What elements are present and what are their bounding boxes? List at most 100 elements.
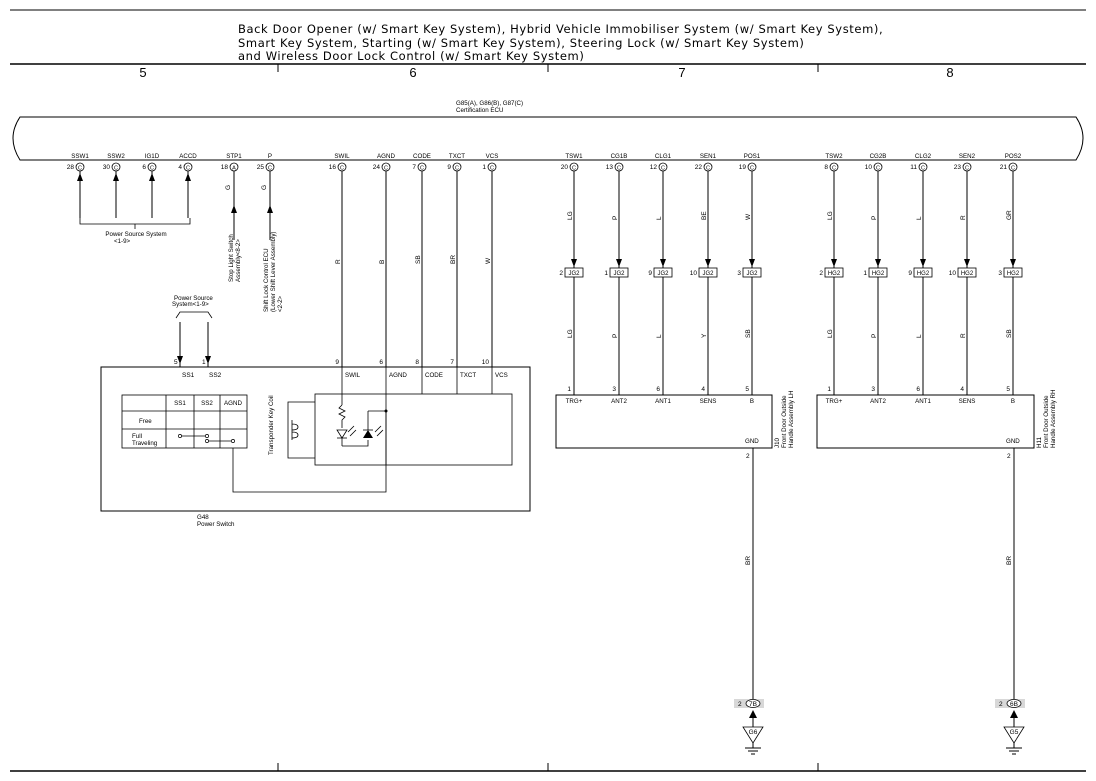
ecu-pin-label: P bbox=[268, 153, 272, 160]
lh-name-1: Front Door Outside bbox=[781, 395, 788, 448]
table-row-traveling: Traveling bbox=[132, 440, 158, 447]
title-line-1: Back Door Opener (w/ Smart Key System), … bbox=[238, 22, 883, 36]
p-wire-color: G bbox=[261, 185, 268, 190]
ecu-pin-label: TXCT bbox=[449, 153, 465, 160]
ecu-pin-number: 10 bbox=[865, 164, 873, 171]
ecu-pin-label: CODE bbox=[413, 153, 431, 160]
connector-code: C bbox=[78, 166, 82, 172]
lh-ground-connector: 7B bbox=[749, 701, 757, 708]
ecu-pin-label: CG2B bbox=[870, 153, 887, 160]
lh-upper-wire-color: BE bbox=[701, 211, 708, 220]
rh-terminal: TRG+ bbox=[826, 398, 843, 405]
lh-upper-wire-color: LG bbox=[567, 211, 574, 220]
door-handle-lh: GND 2 J10 Front Door Outside Handle Asse… bbox=[555, 391, 795, 460]
ecu-pin-number: 21 bbox=[1000, 164, 1008, 171]
lh-upper-wire-color: W bbox=[745, 213, 752, 220]
rh-upper-wire-color: GR bbox=[1006, 210, 1013, 220]
stop-light-switch-label: Stop Light Switch Assembly<8-2> bbox=[228, 234, 242, 282]
g48-pin-number: 8 bbox=[415, 359, 419, 366]
lh-pin-number: 5 bbox=[745, 386, 749, 393]
rh-lower-wire-color: L bbox=[916, 334, 923, 338]
connector-code: C bbox=[965, 166, 969, 172]
lh-junction-connector bbox=[698, 267, 718, 278]
g48-code: G48 bbox=[197, 514, 209, 521]
lh-terminal: ANT1 bbox=[655, 398, 671, 405]
junction-label: HG2 bbox=[828, 271, 841, 277]
lh-gnd-wire-color: BR bbox=[745, 556, 752, 565]
lh-pin-number: 4 bbox=[701, 386, 705, 393]
ecu-pin-number: 19 bbox=[739, 164, 747, 171]
connector-code: C bbox=[420, 166, 424, 172]
lh-upper-wire-color: L bbox=[656, 216, 663, 220]
lh-junction-pin: 3 bbox=[737, 270, 741, 277]
g48-terminal: VCS bbox=[495, 372, 508, 379]
ecu-pin-number: 4 bbox=[178, 164, 182, 171]
ecu-pin-label: VCS bbox=[486, 153, 499, 160]
g48-wire-color: R bbox=[335, 259, 342, 264]
lh-gnd-pin: 2 bbox=[746, 453, 750, 460]
g48-terminal: TXCT bbox=[460, 372, 476, 379]
door-handle-rh: GND 2 H11 Front Door Outside Handle Asse… bbox=[816, 390, 1057, 460]
rh-junction-pin: 1 bbox=[863, 270, 867, 277]
connector-code: C bbox=[186, 166, 190, 172]
ecu-pin-number: 22 bbox=[695, 164, 703, 171]
ecu-pin-label: SSW2 bbox=[107, 153, 125, 160]
connector-code: C bbox=[268, 166, 272, 172]
rh-pin-number: 4 bbox=[960, 386, 964, 393]
rh-junction-connector bbox=[1003, 267, 1023, 278]
svg-text:Shift Lock Control ECU: Shift Lock Control ECU bbox=[263, 248, 270, 312]
svg-text:Stop Light Switch: Stop Light Switch bbox=[228, 234, 235, 282]
door-wires: LGJG22LG1TRG+PJG21P3ANT2LJG29L6ANT1BEJG2… bbox=[559, 171, 1023, 405]
ecu-pin-number: 28 bbox=[67, 164, 75, 171]
rh-upper-wire-color: L bbox=[916, 216, 923, 220]
ecu-pin-label: SWIL bbox=[334, 153, 350, 160]
ecu-pin-number: 8 bbox=[824, 164, 828, 171]
rh-terminal: B bbox=[1011, 398, 1015, 405]
lh-terminal: ANT2 bbox=[611, 398, 627, 405]
ecu-pin-number: 7 bbox=[412, 164, 416, 171]
power-switch-g48: G48 Power Switch Power Source System<1-9… bbox=[100, 295, 531, 528]
ground-rh: BR 2 6B G5 bbox=[995, 448, 1025, 755]
lh-lower-wire-color: P bbox=[612, 334, 619, 338]
rh-name-1: Front Door Outside bbox=[1043, 395, 1050, 448]
svg-text:Assembly<8-2>: Assembly<8-2> bbox=[235, 239, 242, 282]
lh-terminal: TRG+ bbox=[566, 398, 583, 405]
power-source-label-2: Power Source bbox=[174, 295, 213, 302]
g48-pin-number: 7 bbox=[450, 359, 454, 366]
connector-code: C bbox=[572, 166, 576, 172]
lh-junction-pin: 10 bbox=[690, 270, 698, 277]
table-header-ss2: SS2 bbox=[201, 400, 213, 407]
ecu-pin-label: SEN2 bbox=[959, 153, 976, 160]
connector-code: A bbox=[232, 166, 236, 172]
rh-junction-connector bbox=[913, 267, 933, 278]
connector-code: C bbox=[490, 166, 494, 172]
rh-upper-wire-color: R bbox=[960, 215, 967, 220]
rh-gnd-pin: 2 bbox=[1007, 453, 1011, 460]
power-source-ref: <1-9> bbox=[114, 238, 131, 245]
table-row-full: Full bbox=[132, 433, 142, 440]
lh-lower-wire-color: SB bbox=[745, 329, 752, 338]
rh-gnd-terminal: GND bbox=[1006, 438, 1020, 445]
stp1-wire-color: G bbox=[225, 185, 232, 190]
svg-text:(Lower Shift Lever Assembly): (Lower Shift Lever Assembly) bbox=[270, 232, 277, 312]
transponder-key-coil-label: Transponder Key Coil bbox=[268, 395, 275, 455]
lh-junction-connector bbox=[609, 267, 629, 278]
rh-code: H11 bbox=[1036, 437, 1043, 448]
ecu-pin-number: 13 bbox=[606, 164, 614, 171]
rh-junction-connector bbox=[957, 267, 977, 278]
junction-label: HG2 bbox=[961, 271, 974, 277]
junction-label: JG2 bbox=[702, 271, 714, 277]
ecu-pin-label: SEN1 bbox=[700, 153, 717, 160]
